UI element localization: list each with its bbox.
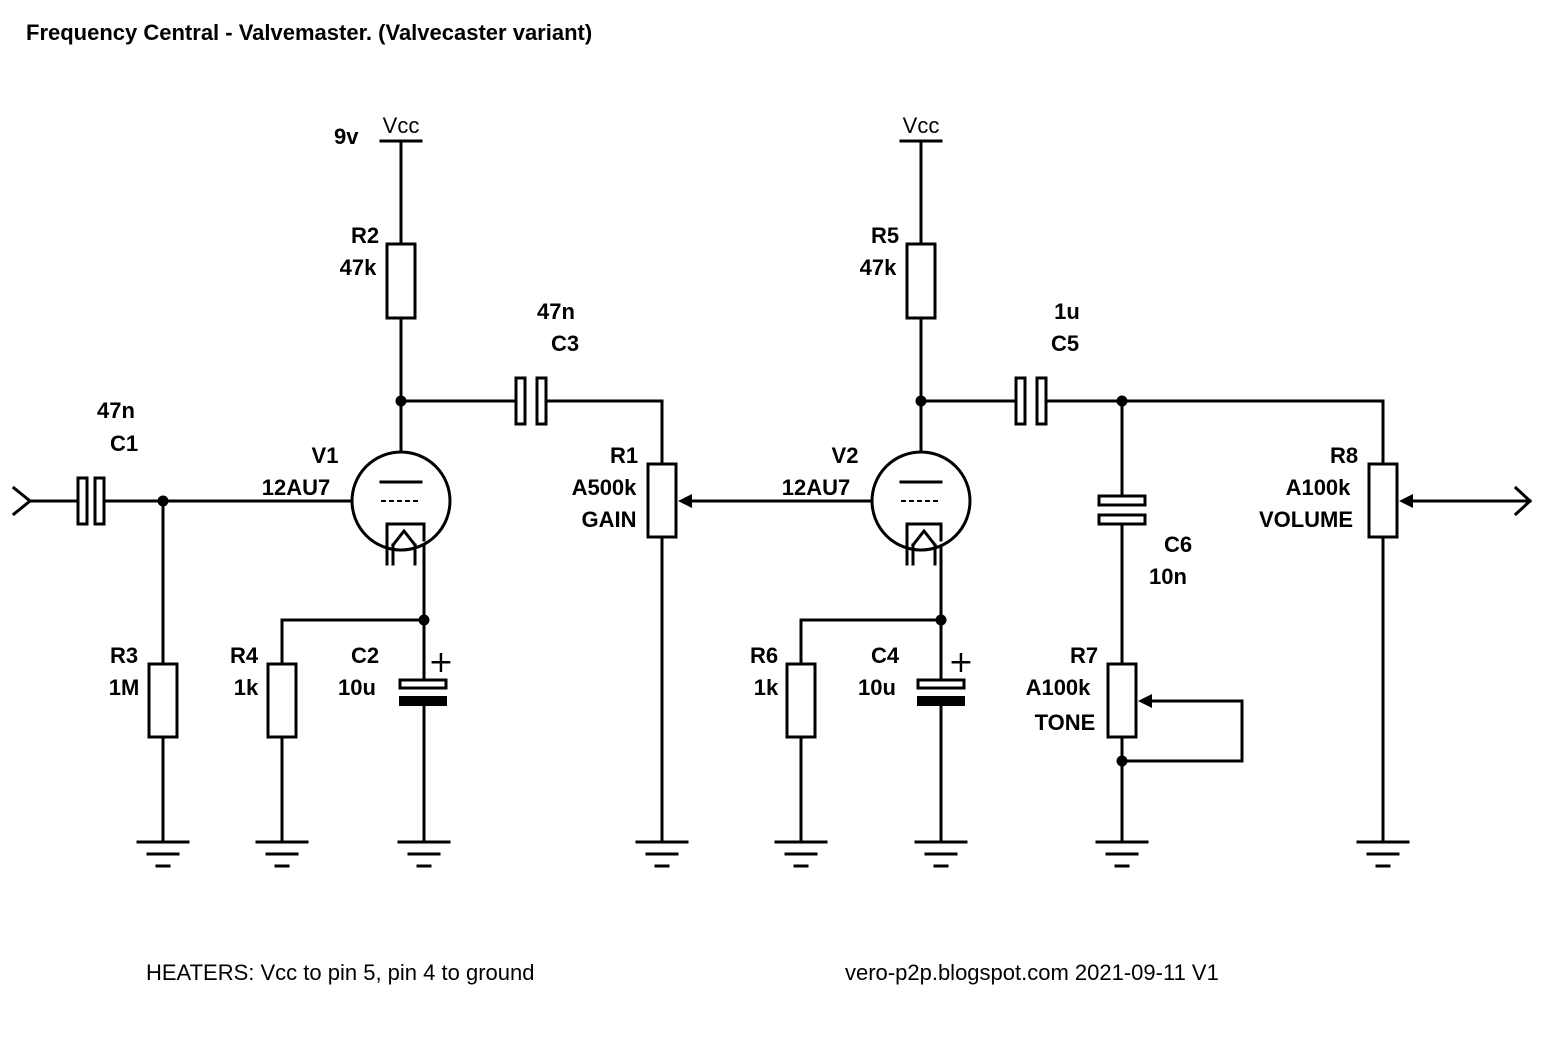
- vcc-symbol-right: Vcc: [899, 113, 943, 143]
- r6-value: 1k: [754, 675, 779, 700]
- capacitor-c6: C6 10n: [1097, 494, 1192, 589]
- schematic-title: Frequency Central - Valvemaster. (Valvec…: [26, 20, 592, 45]
- r4-value: 1k: [234, 675, 259, 700]
- v1-value: 12AU7: [262, 475, 330, 500]
- svg-text:Vcc: Vcc: [383, 113, 420, 138]
- c2-value: 10u: [338, 675, 376, 700]
- capacitor-c5: 1u C5: [1014, 299, 1080, 426]
- r2-value: 47k: [340, 255, 377, 280]
- wires: [11, 139, 1533, 844]
- ground-symbols: [136, 840, 1410, 868]
- v2-value: 12AU7: [782, 475, 850, 500]
- c2-polarity: +: [428, 645, 453, 680]
- r7-value: A100k: [1026, 675, 1092, 700]
- valve-v2: V2 12AU7: [782, 443, 972, 566]
- input-arrow: [11, 485, 33, 517]
- c3-ref: C3: [551, 331, 579, 356]
- v2-ref: V2: [832, 443, 859, 468]
- resistor-r6: R6 1k: [750, 643, 817, 739]
- r3-value: 1M: [109, 675, 140, 700]
- r3-ref: R3: [110, 643, 138, 668]
- r8-name: VOLUME: [1259, 507, 1353, 532]
- r1-name: GAIN: [582, 507, 637, 532]
- vcc-symbol-left: Vcc: [379, 113, 423, 143]
- c3-value: 47n: [537, 299, 575, 324]
- heaters-note: HEATERS: Vcc to pin 5, pin 4 to ground: [146, 960, 534, 985]
- r7-ref: R7: [1070, 643, 1098, 668]
- c1-ref: C1: [110, 431, 138, 456]
- r8-ref: R8: [1330, 443, 1358, 468]
- capacitor-c4: + C4 10u: [858, 643, 974, 706]
- valve-v1: V1 12AU7: [262, 443, 452, 566]
- capacitor-c1: 47n C1: [76, 398, 138, 526]
- r1-ref: R1: [610, 443, 638, 468]
- r8-value: A100k: [1286, 475, 1352, 500]
- r5-ref: R5: [871, 223, 899, 248]
- credit-note: vero-p2p.blogspot.com 2021-09-11 V1: [845, 960, 1219, 985]
- r2-ref: R2: [351, 223, 379, 248]
- resistor-r2: R2 47k: [340, 223, 417, 320]
- resistor-r4: R4 1k: [230, 643, 298, 739]
- junctions: [157, 395, 1128, 767]
- r4-ref: R4: [230, 643, 259, 668]
- potentiometer-r7-tone: R7 A100k TONE: [1026, 643, 1152, 739]
- c6-ref: C6: [1164, 532, 1192, 557]
- capacitor-c2: + C2 10u: [338, 643, 454, 706]
- c1-value: 47n: [97, 398, 135, 423]
- svg-text:Vcc: Vcc: [903, 113, 940, 138]
- supply-voltage-label: 9v: [334, 124, 359, 149]
- c5-ref: C5: [1051, 331, 1079, 356]
- potentiometer-r1-gain: R1 A500k GAIN: [572, 443, 692, 539]
- resistor-r5: R5 47k: [860, 223, 937, 320]
- c2-ref: C2: [351, 643, 379, 668]
- c4-polarity: +: [948, 645, 973, 680]
- r1-value: A500k: [572, 475, 638, 500]
- v1-ref: V1: [312, 443, 339, 468]
- r6-ref: R6: [750, 643, 778, 668]
- potentiometer-r8-volume: R8 A100k VOLUME: [1259, 443, 1413, 539]
- c5-value: 1u: [1054, 299, 1080, 324]
- output-arrow: [1513, 485, 1533, 517]
- c6-value: 10n: [1149, 564, 1187, 589]
- c4-value: 10u: [858, 675, 896, 700]
- r5-value: 47k: [860, 255, 897, 280]
- c4-ref: C4: [871, 643, 900, 668]
- capacitor-c3: 47n C3: [514, 299, 579, 426]
- resistor-r3: R3 1M: [109, 643, 179, 739]
- r7-name: TONE: [1035, 710, 1096, 735]
